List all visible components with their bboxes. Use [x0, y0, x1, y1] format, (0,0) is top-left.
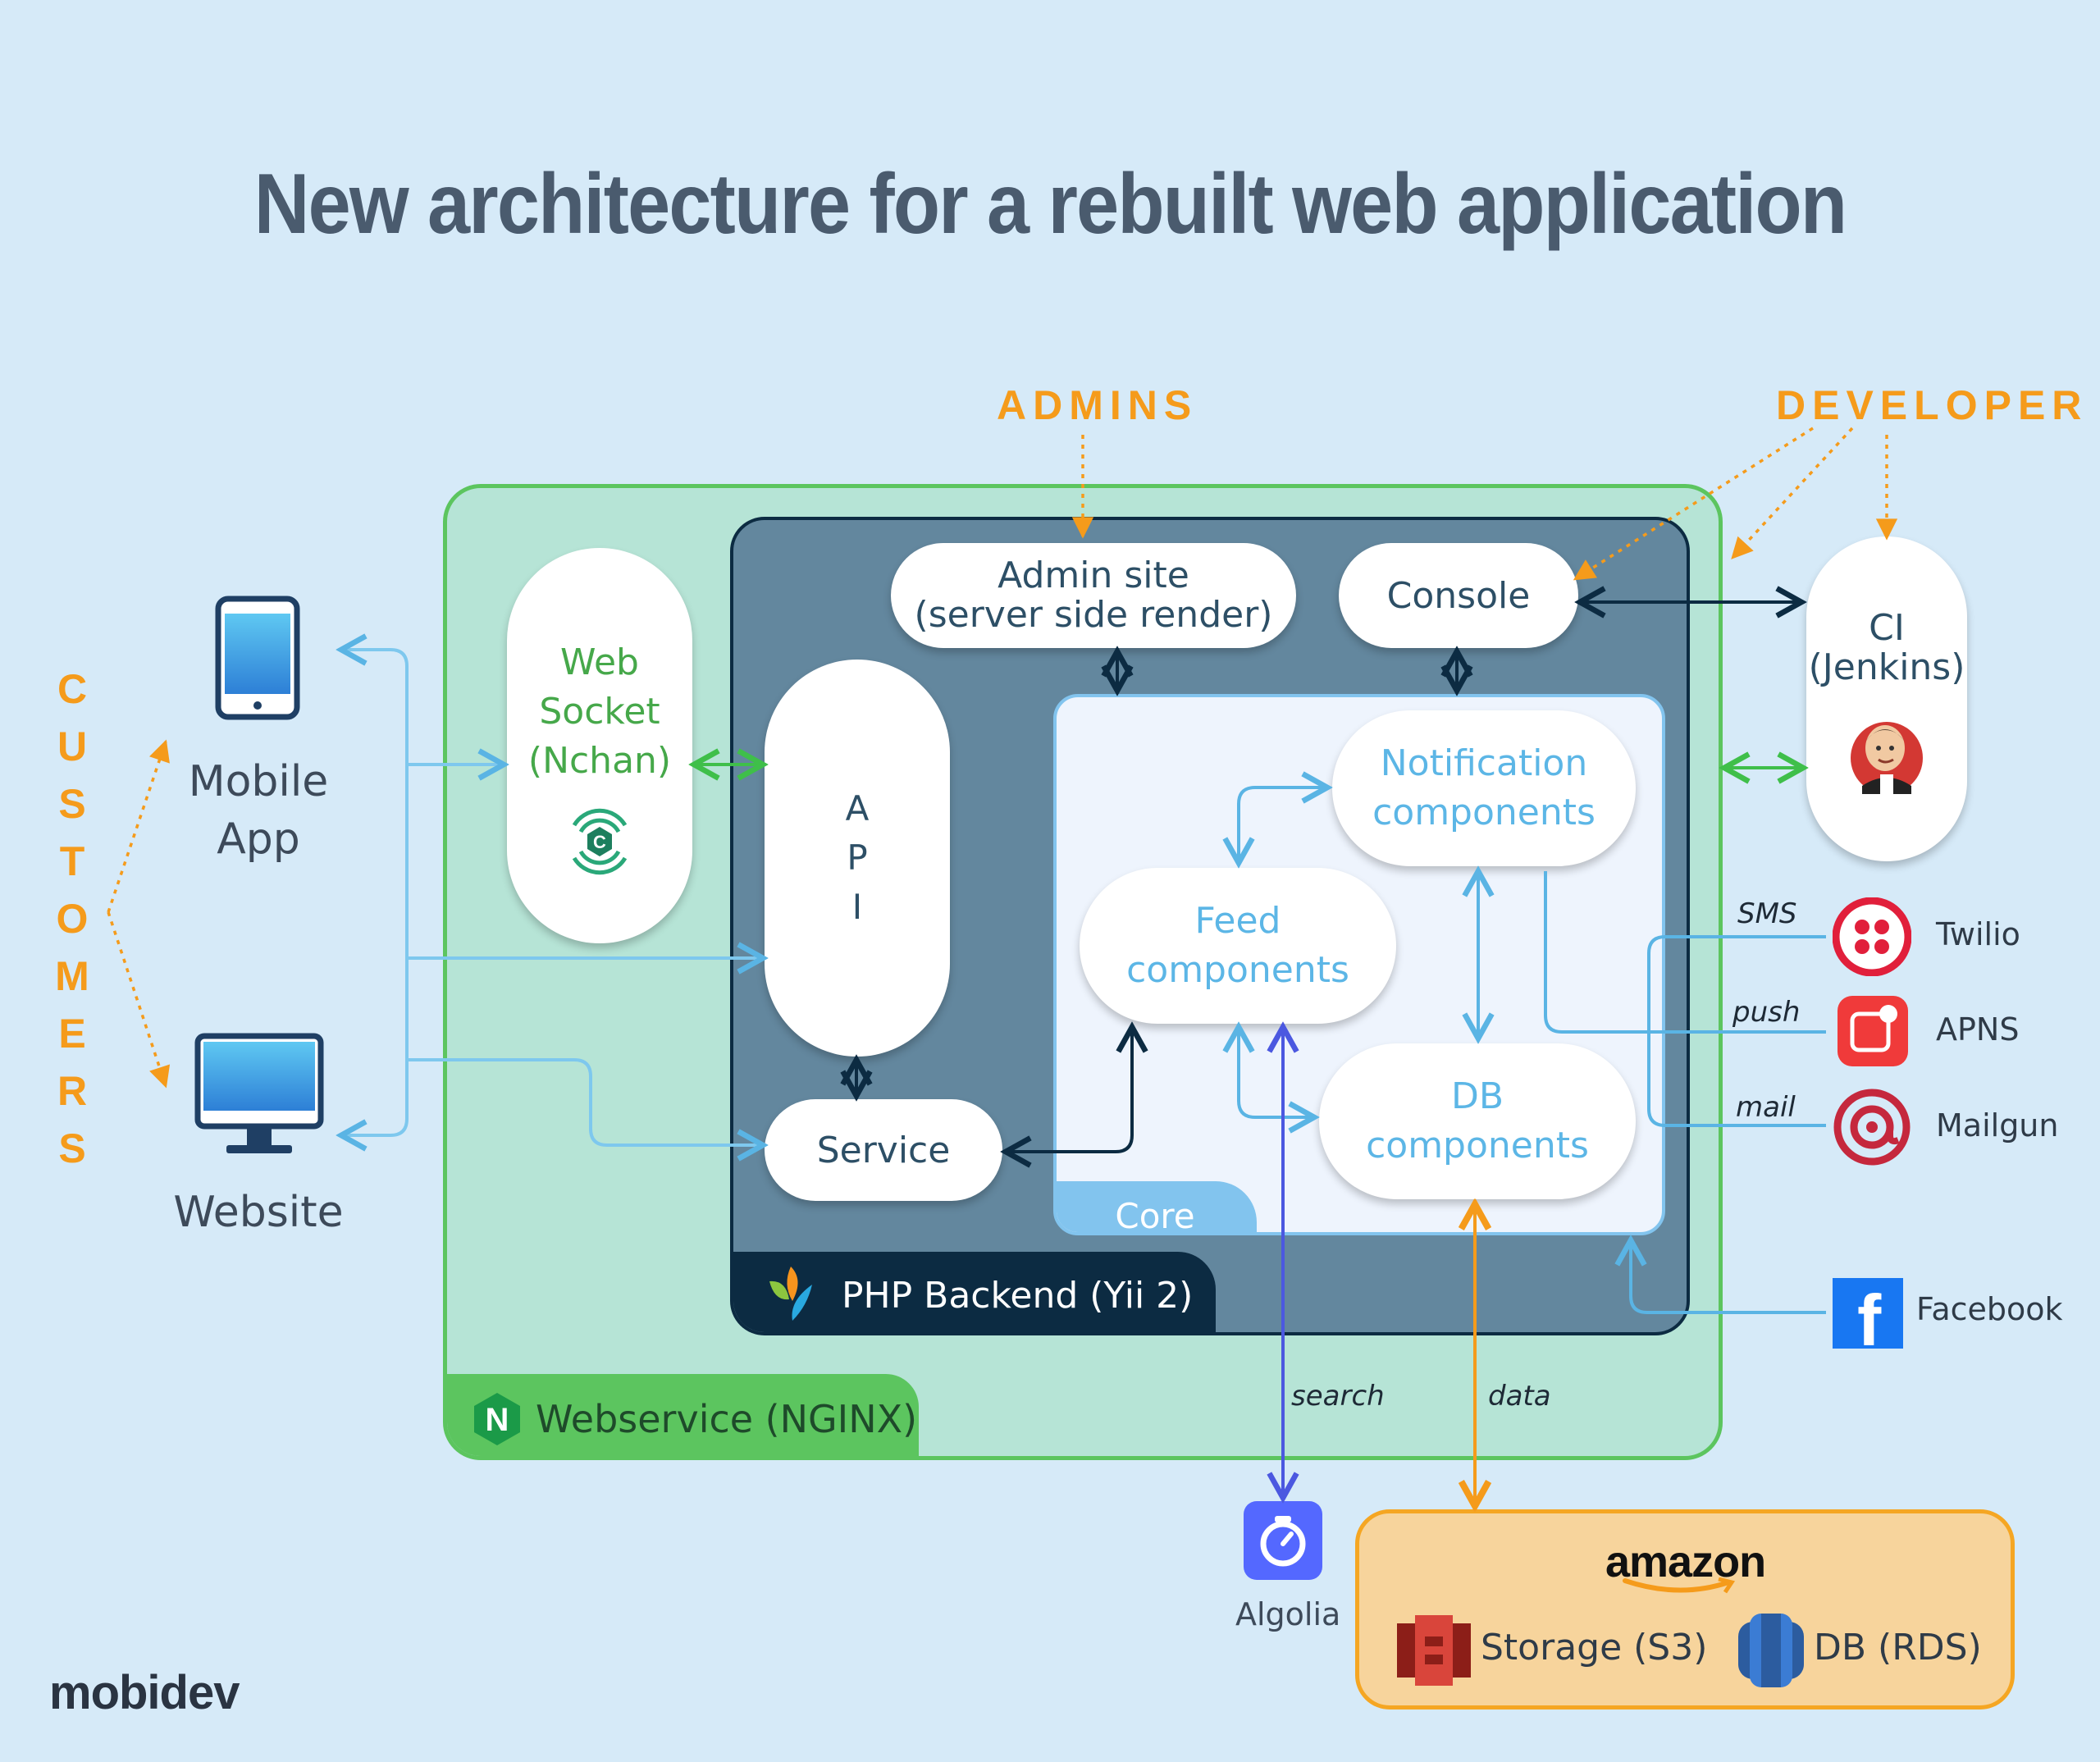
admin-site-node[interactable]: Admin site (server side render)	[891, 543, 1296, 648]
notification-components-node[interactable]: Notification components	[1332, 710, 1636, 866]
twilio-label: Twilio	[1936, 916, 2020, 952]
webservice-label: Webservice (NGINX)	[536, 1397, 918, 1441]
facebook-letter: f	[1857, 1280, 1882, 1349]
webservice-tab: N Webservice (NGINX)	[447, 1374, 919, 1456]
svg-text:N: N	[486, 1402, 509, 1438]
search-channel-label: search	[1291, 1380, 1385, 1413]
website-label: Website	[173, 1188, 344, 1237]
notification-line1: Notification	[1380, 742, 1588, 784]
page-title: New architecture for a rebuilt web appli…	[253, 157, 1847, 252]
console-node[interactable]: Console	[1339, 543, 1578, 648]
apns-icon	[1838, 996, 1908, 1066]
feed-components-node[interactable]: Feed components	[1080, 868, 1396, 1024]
customers-letter: M	[55, 953, 89, 999]
mobidev-logo: mobidev	[49, 1666, 240, 1719]
api-letter: P	[847, 838, 868, 878]
db-rds-label: DB (RDS)	[1814, 1627, 1982, 1668]
mobile-app-label: Mobile App	[164, 753, 353, 868]
core-tab: Core	[1057, 1181, 1257, 1235]
customers-letter: R	[57, 1068, 88, 1114]
amazon-smile-icon	[1623, 1577, 1736, 1594]
db-components-node[interactable]: DB components	[1319, 1043, 1636, 1199]
storage-s3-label: Storage (S3)	[1481, 1627, 1708, 1668]
facebook-label: Facebook	[1916, 1291, 2063, 1327]
s3-icon	[1397, 1615, 1471, 1686]
nchan-logo-icon: C	[572, 808, 628, 875]
sms-channel-label: SMS	[1737, 897, 1797, 930]
api-letter: I	[851, 887, 863, 927]
rds-icon	[1738, 1614, 1804, 1687]
mobile-label-line1: Mobile	[188, 757, 329, 806]
jenkins-icon	[1851, 722, 1923, 794]
algolia-label: Algolia	[1235, 1596, 1341, 1632]
ci-line2: (Jenkins)	[1808, 646, 1965, 688]
data-channel-label: data	[1488, 1380, 1551, 1413]
amazon-brand: amazon	[1605, 1537, 1766, 1586]
mailgun-label: Mailgun	[1936, 1107, 2059, 1143]
core-label: Core	[1115, 1195, 1195, 1235]
feed-line2: components	[1126, 949, 1349, 991]
twilio-icon	[1832, 897, 1912, 977]
amazon-logo: amazon	[1605, 1536, 1766, 1594]
customers-letter: T	[59, 838, 85, 884]
aws-container: amazon Storage (S3) DB (RDS)	[1355, 1509, 2015, 1710]
websocket-node[interactable]: Web Socket (Nchan) C	[507, 548, 692, 943]
websocket-line2: Socket	[539, 691, 660, 733]
feed-line1: Feed	[1194, 900, 1281, 942]
php-backend-label: PHP Backend (Yii 2)	[842, 1274, 1194, 1317]
admin-site-line2: (server side render)	[914, 594, 1273, 636]
desktop-icon	[194, 1032, 325, 1162]
notification-line2: components	[1372, 792, 1596, 833]
admins-label: ADMINS	[997, 382, 1198, 428]
yii-logo-icon	[769, 1267, 812, 1321]
developer-label: DEVELOPER	[1776, 382, 2089, 428]
api-letter: A	[845, 788, 870, 829]
customers-letter: S	[58, 1125, 86, 1171]
ci-line1: CI	[1869, 607, 1905, 649]
api-node[interactable]: A P I	[765, 660, 950, 1057]
mailgun-icon	[1833, 1088, 1911, 1166]
ci-node[interactable]: CI (Jenkins)	[1806, 536, 1967, 861]
websocket-line1: Web	[560, 641, 639, 683]
customers-letter: C	[57, 666, 88, 712]
algolia-icon	[1244, 1501, 1322, 1580]
websocket-line3: (Nchan)	[527, 740, 672, 782]
facebook-icon: f	[1833, 1278, 1903, 1349]
customers-letter: S	[58, 781, 86, 827]
customers-letter: O	[56, 896, 89, 942]
mail-channel-label: mail	[1736, 1091, 1796, 1124]
service-node[interactable]: Service	[765, 1099, 1002, 1201]
mobile-icon	[215, 596, 300, 720]
nginx-logo-icon: N	[474, 1393, 520, 1445]
php-backend-tab: PHP Backend (Yii 2)	[733, 1252, 1216, 1332]
customers-letter: U	[57, 724, 88, 769]
db-line1: DB	[1450, 1075, 1504, 1117]
mobile-label-line2: App	[217, 815, 300, 864]
apns-label: APNS	[1936, 1011, 2020, 1048]
db-line2: components	[1366, 1125, 1589, 1166]
svg-text:C: C	[593, 832, 606, 852]
push-channel-label: push	[1732, 996, 1801, 1029]
admin-site-line1: Admin site	[998, 555, 1189, 596]
customers-letter: E	[58, 1011, 86, 1057]
